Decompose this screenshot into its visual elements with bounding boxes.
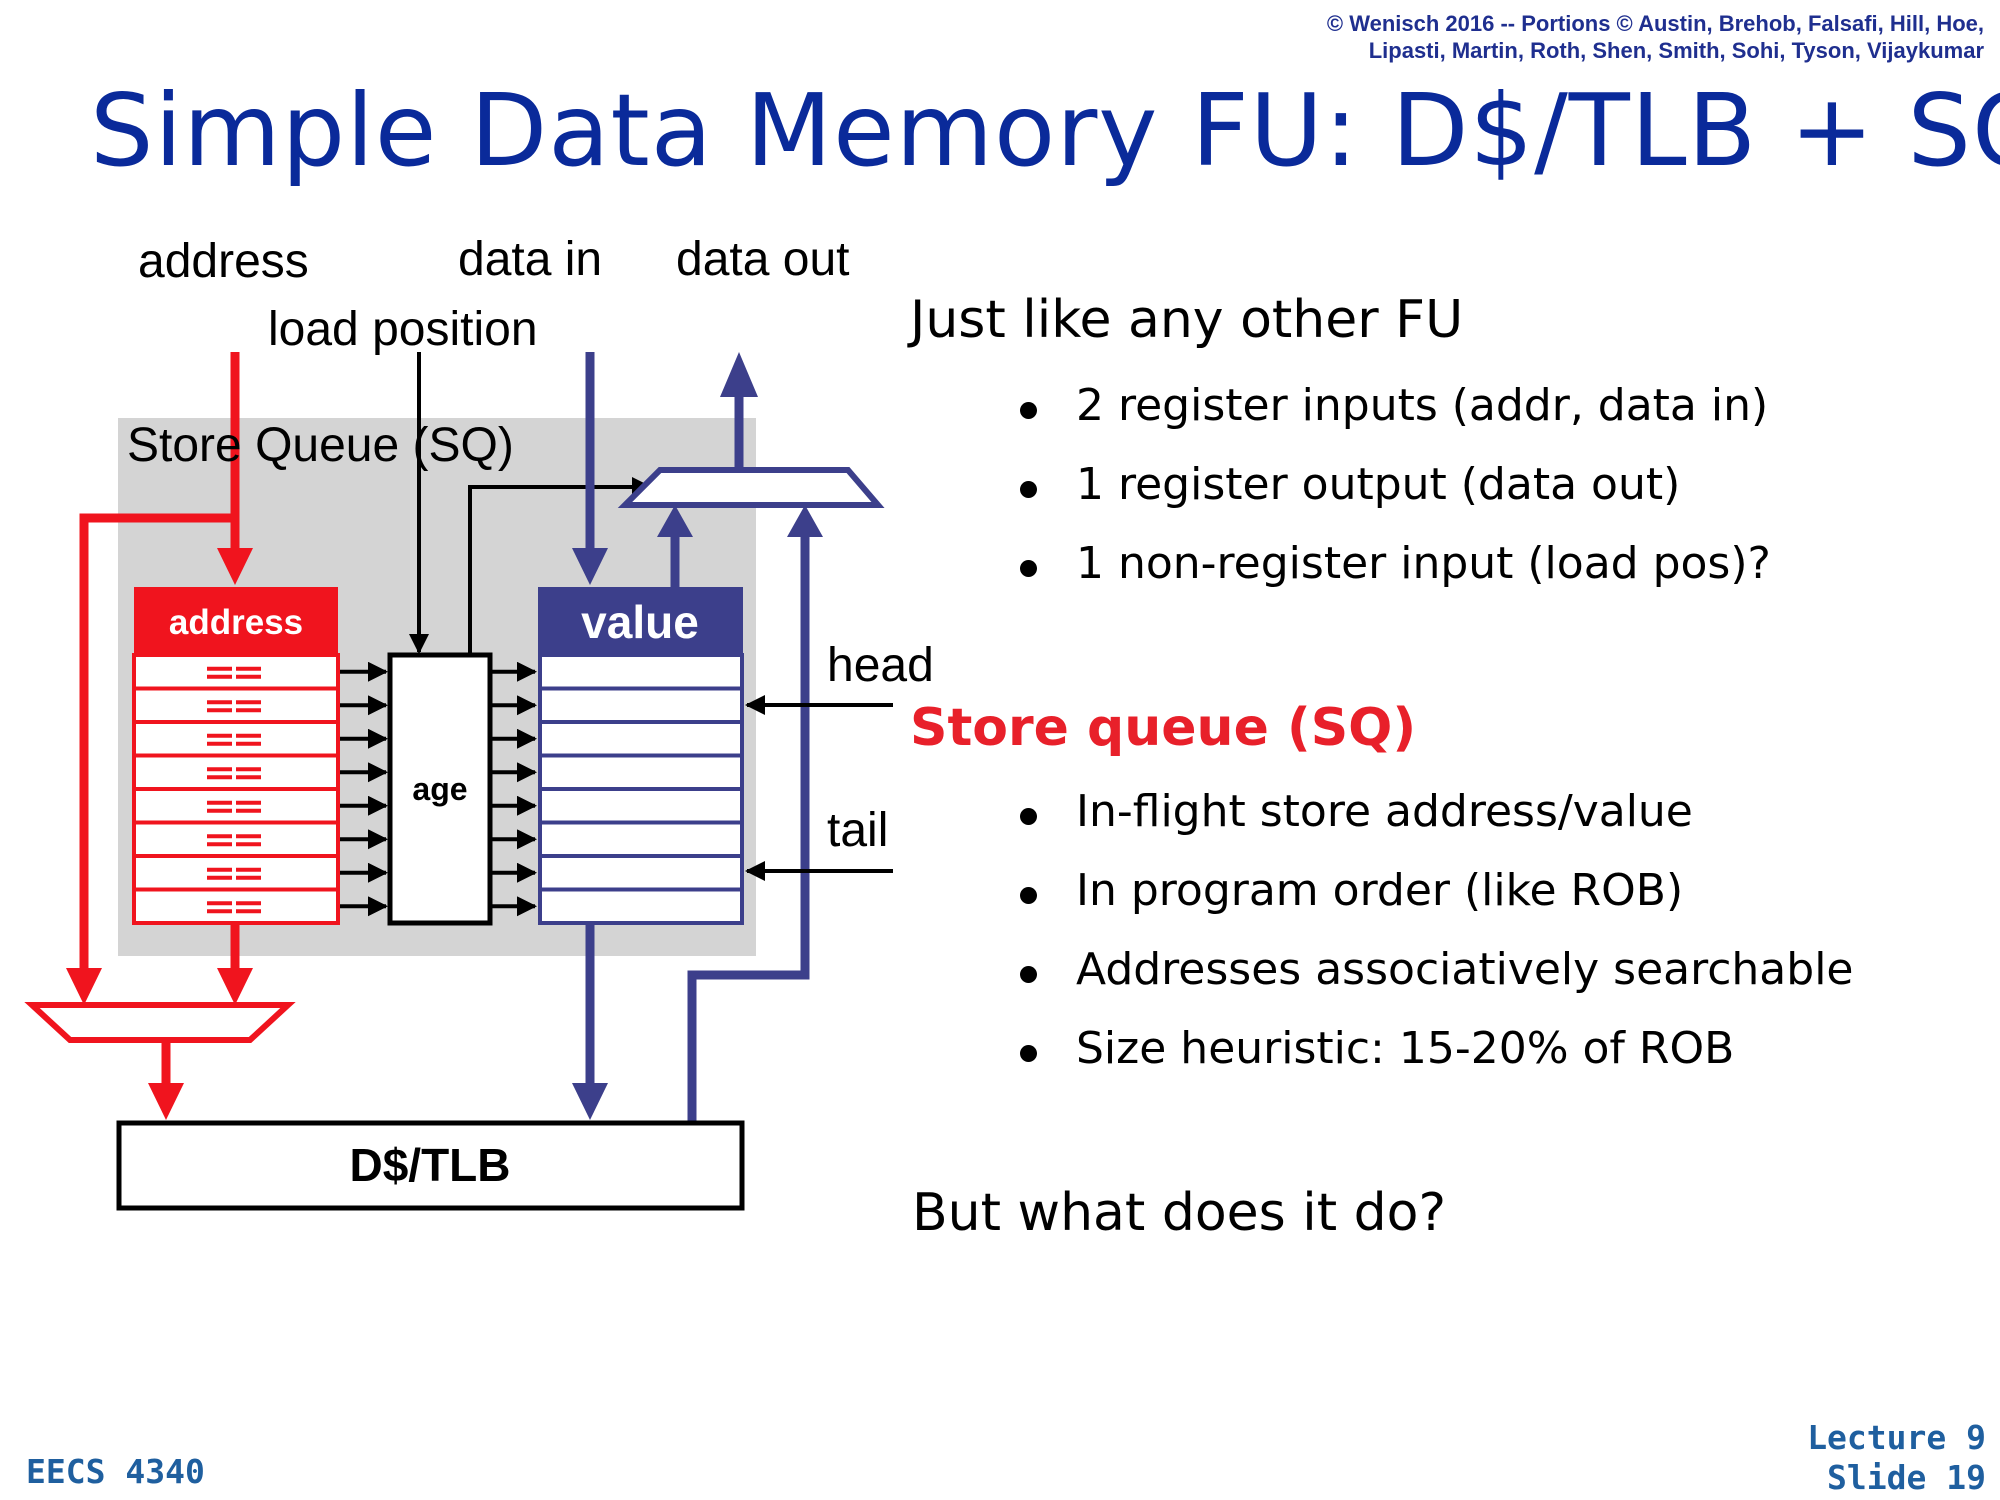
address-entry-mark xyxy=(207,666,232,671)
address-entry-mark xyxy=(236,666,261,671)
bullet-item: 2 register inputs (addr, data in) xyxy=(1020,380,1771,459)
address-entry-mark xyxy=(236,867,261,872)
value-entry xyxy=(538,820,744,858)
address-entry-mark xyxy=(207,674,232,679)
address-entry xyxy=(132,720,340,758)
bullet-item: 1 register output (data out) xyxy=(1020,459,1771,538)
value-entry xyxy=(538,686,744,724)
store-queue-label: Store Queue (SQ) xyxy=(127,419,514,472)
age-column xyxy=(387,652,493,926)
data-out-label: data out xyxy=(676,233,850,286)
row-arrows xyxy=(340,661,537,917)
address-entry-mark xyxy=(207,909,232,914)
address-entry-mark xyxy=(236,875,261,880)
address-entry-mark xyxy=(236,775,261,780)
address-entry-mark xyxy=(207,708,232,713)
address-entry-mark xyxy=(207,733,232,738)
address-entry-mark xyxy=(236,834,261,839)
address-entry xyxy=(132,820,340,858)
bullet-list-sq: In-flight store address/value In program… xyxy=(1020,786,1854,1102)
address-input-label: address xyxy=(138,235,309,288)
value-entry xyxy=(538,753,744,791)
address-entry-mark xyxy=(207,767,232,772)
address-entry-mark xyxy=(207,775,232,780)
load-position-label: load position xyxy=(268,303,538,356)
course-label: EECS 4340 xyxy=(26,1452,205,1491)
address-entry-mark xyxy=(236,674,261,679)
address-entry-mark xyxy=(236,700,261,705)
tail-label: tail xyxy=(827,804,889,857)
data-out-mux xyxy=(617,467,885,508)
address-entry xyxy=(132,653,340,691)
address-entry-mark xyxy=(207,842,232,847)
address-entry xyxy=(132,686,340,724)
head-label: head xyxy=(827,639,934,692)
value-arrowheads xyxy=(572,352,823,1120)
slide-title: Simple Data Memory FU: D$/TLB + SQ xyxy=(90,72,2000,189)
address-entry xyxy=(132,854,340,892)
address-wires xyxy=(79,352,240,1085)
dcache-tlb-box xyxy=(116,1120,745,1211)
age-column-label: age xyxy=(412,771,467,807)
heading-store-queue: Store queue (SQ) xyxy=(910,698,1417,758)
dcache-tlb-label: D$/TLB xyxy=(350,1139,511,1191)
data-in-label: data in xyxy=(458,233,603,286)
address-entry xyxy=(132,753,340,791)
address-mux xyxy=(24,1002,296,1043)
value-entry xyxy=(538,720,744,758)
address-entry-mark xyxy=(236,741,261,746)
bullet-item: 1 non-register input (load pos)? xyxy=(1020,538,1771,617)
heading-just-like-fu: Just like any other FU xyxy=(910,290,1464,350)
slide-index: Slide 19 xyxy=(1827,1458,1986,1497)
value-column-header xyxy=(538,587,743,655)
address-entry-mark xyxy=(236,708,261,713)
address-entry-mark xyxy=(236,901,261,906)
address-entry-mark xyxy=(207,867,232,872)
lecture-number: Lecture 9 xyxy=(1807,1418,1986,1457)
bullet-item: In program order (like ROB) xyxy=(1020,865,1854,944)
value-entry xyxy=(538,887,744,925)
copyright-line-2: Lipasti, Martin, Roth, Shen, Smith, Sohi… xyxy=(1368,38,1984,63)
value-entry xyxy=(538,787,744,825)
address-entry-mark xyxy=(236,909,261,914)
value-column-rows xyxy=(538,653,744,925)
copyright-notice: © Wenisch 2016 -- Portions © Austin, Bre… xyxy=(1327,10,1984,64)
address-entry-mark xyxy=(236,733,261,738)
address-entry xyxy=(132,887,340,925)
bullet-item: Addresses associatively searchable xyxy=(1020,944,1854,1023)
value-column-label: value xyxy=(581,596,699,648)
address-entry-mark xyxy=(236,800,261,805)
address-entry-mark xyxy=(207,741,232,746)
address-entry-mark xyxy=(207,901,232,906)
address-entry-mark xyxy=(207,875,232,880)
address-entry-mark xyxy=(207,700,232,705)
question-text: But what does it do? xyxy=(912,1183,1447,1243)
slide-number: Lecture 9 Slide 19 xyxy=(1807,1418,1986,1498)
address-entry-mark xyxy=(236,842,261,847)
bullet-list-fu: 2 register inputs (addr, data in) 1 regi… xyxy=(1020,380,1771,617)
value-wires xyxy=(585,352,810,1122)
address-entry-mark xyxy=(236,808,261,813)
value-entry xyxy=(538,854,744,892)
address-entry-mark xyxy=(236,767,261,772)
copyright-line-1: © Wenisch 2016 -- Portions © Austin, Bre… xyxy=(1326,11,1984,36)
address-column-rows xyxy=(132,653,340,925)
address-entry-mark xyxy=(207,800,232,805)
address-entry-mark xyxy=(207,808,232,813)
value-entry xyxy=(538,653,744,691)
bullet-item: In-flight store address/value xyxy=(1020,786,1854,865)
address-column-label: address xyxy=(169,603,303,642)
bullet-item: Size heuristic: 15-20% of ROB xyxy=(1020,1023,1854,1102)
address-arrowheads xyxy=(66,548,253,1120)
address-entry-mark xyxy=(207,834,232,839)
address-column-header xyxy=(134,587,338,655)
address-entry xyxy=(132,787,340,825)
